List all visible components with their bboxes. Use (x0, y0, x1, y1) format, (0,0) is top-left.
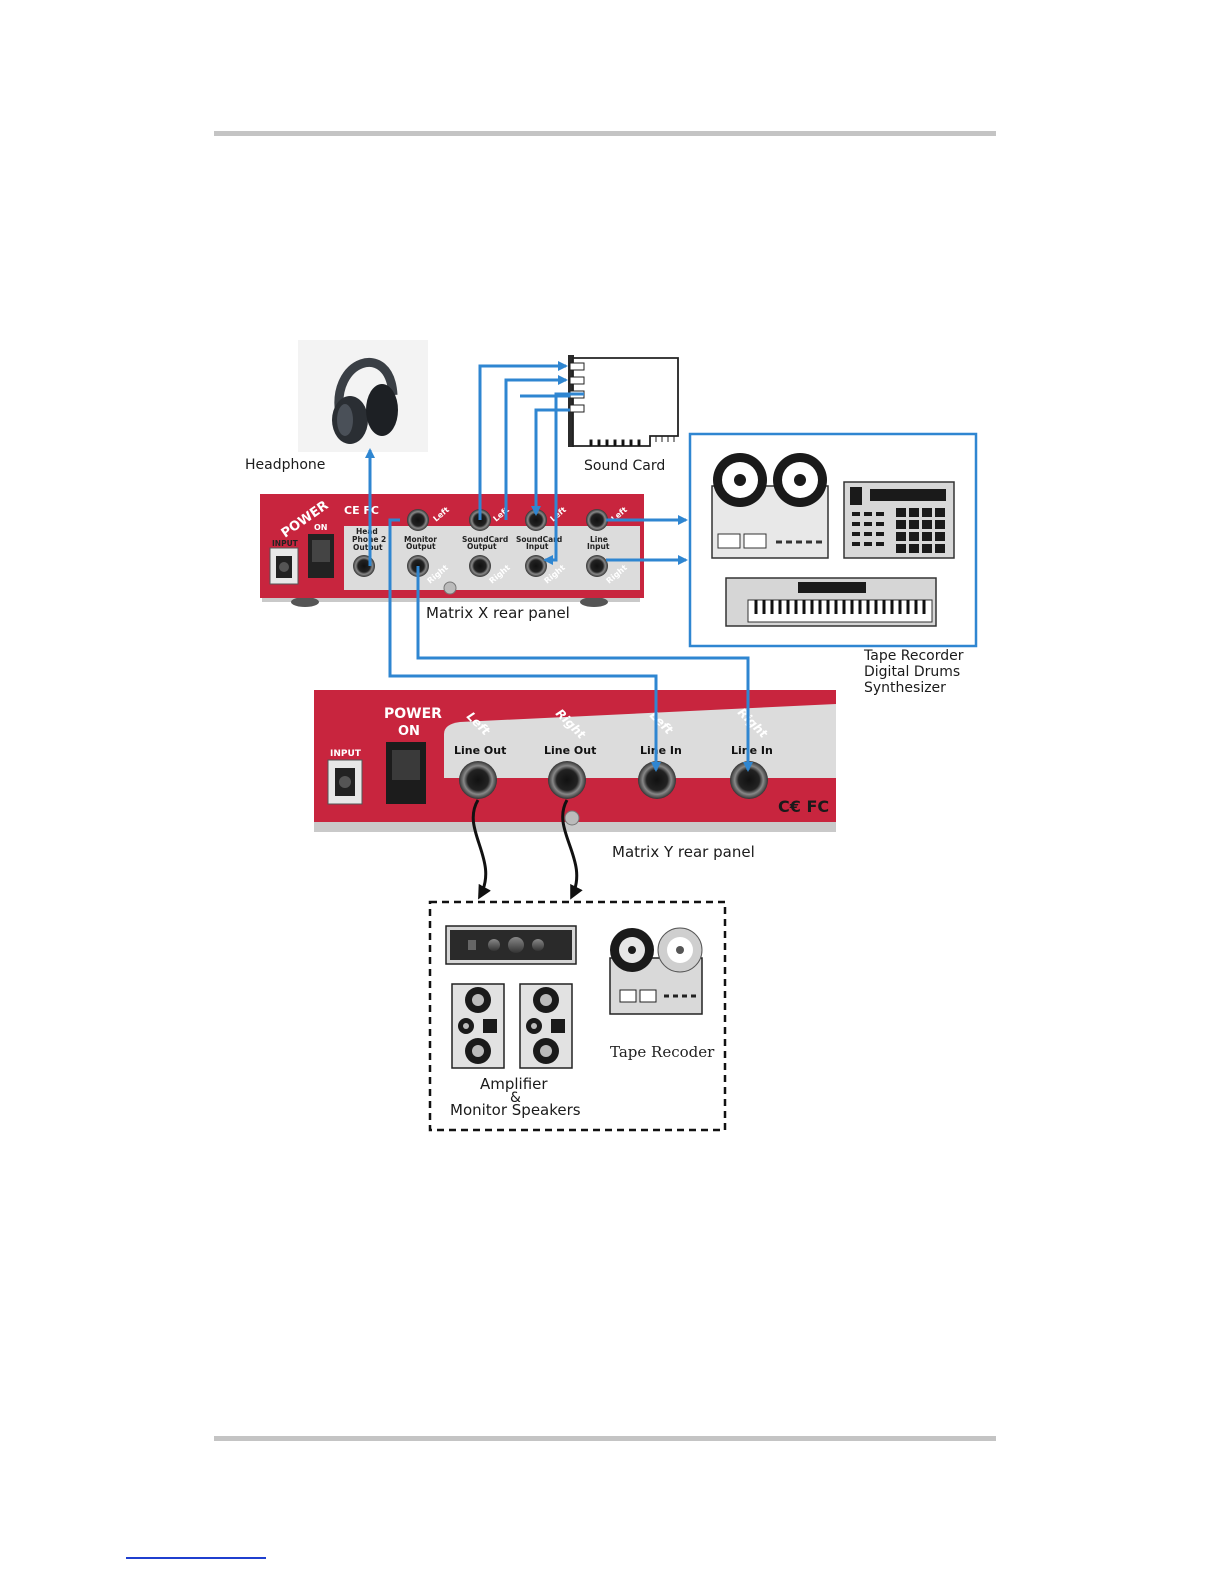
mx-monitor-label-2: Output (406, 542, 436, 551)
sc-input-right-connection (543, 392, 584, 565)
mx-line-label-1: Line (590, 535, 608, 544)
sound-card-label: Sound Card (584, 458, 665, 474)
sc-output-left-connection (478, 361, 568, 520)
matrix-y-on-label: ON (398, 724, 420, 739)
tape-recoder-image (609, 927, 703, 1015)
matrix-y-label: Matrix Y rear panel (612, 843, 755, 861)
tape-recorder-label: Tape Recorder (863, 648, 964, 664)
sound-card-image (568, 355, 679, 447)
amplifier-label: Amplifier (480, 1075, 548, 1093)
sc-input-left-connection (531, 408, 570, 516)
my-line-in-left-jack (638, 761, 676, 799)
header-rule (214, 131, 996, 136)
digital-drums-label: Digital Drums (864, 664, 960, 680)
matrix-x-ce-label: CE FC (344, 504, 379, 517)
matrix-y-panel (314, 690, 836, 832)
mx-line-in-right-jack (586, 555, 608, 577)
monitor-right-connection (416, 566, 753, 772)
mx-sc-in-label-1: SoundCard (516, 535, 562, 544)
my-line-in-label-2: Line In (731, 744, 773, 757)
tape-recorder-image (711, 453, 829, 559)
my-line-out-left-jack (459, 761, 497, 799)
line-out-right-cable (561, 799, 583, 900)
tape-recoder-label: Tape Recoder (610, 1043, 715, 1061)
matrix-y-ce-label: C€ FC (778, 797, 829, 816)
monitor-speakers-label: Monitor Speakers (450, 1101, 581, 1119)
mx-headphone-label-3: Output (353, 543, 383, 552)
instruments-box (688, 432, 978, 648)
output-devices-box (428, 900, 727, 1132)
drum-machine-image (843, 481, 955, 559)
matrix-x-input-label: INPUT (272, 539, 299, 548)
matrix-y-power-label: POWER (384, 706, 442, 722)
connection-lines (365, 361, 753, 772)
my-line-in-right-jack (730, 761, 768, 799)
footer-rule (214, 1436, 996, 1441)
mx-sc-out-right-jack (469, 555, 491, 577)
sc-output-right-connection (504, 375, 568, 520)
monitor-left-connection (388, 518, 661, 772)
amp-and-label: & (510, 1090, 521, 1106)
mx-headphone-label-1: Head (356, 527, 378, 536)
amplifier-image (445, 925, 577, 965)
mx-headphone-jack (353, 555, 375, 577)
mx-line-label-2: Input (587, 542, 610, 551)
mx-sc-in-left-jack (525, 509, 547, 531)
output-cables (471, 799, 583, 900)
mx-monitor-left-jack (407, 509, 429, 531)
monitor-speakers-image (451, 983, 573, 1069)
my-line-out-label-1: Line Out (454, 744, 506, 757)
headphone-label: Headphone (245, 457, 325, 473)
my-line-out-right-jack (548, 761, 586, 799)
mx-monitor-label-1: Monitor (404, 535, 437, 544)
my-line-in-label-1: Line In (640, 744, 682, 757)
mx-line-in-left-jack (586, 509, 608, 531)
line-out-left-cable (471, 799, 491, 900)
mx-sc-out-label-1: SoundCard (462, 535, 508, 544)
mx-sc-in-right-jack (525, 555, 547, 577)
headphone-image (298, 340, 428, 452)
matrix-x-jacks (353, 509, 608, 595)
matrix-y-input-label: INPUT (330, 749, 362, 759)
synthesizer-image (725, 577, 937, 627)
footer-link-underline (126, 1557, 266, 1559)
mx-sc-out-label-2: Output (467, 542, 497, 551)
synthesizer-label: Synthesizer (864, 680, 946, 696)
my-line-out-label-2: Line Out (544, 744, 596, 757)
matrix-x-on-label: ON (314, 523, 328, 532)
matrix-x-label: Matrix X rear panel (426, 604, 570, 622)
mx-sc-in-label-2: Input (526, 542, 549, 551)
